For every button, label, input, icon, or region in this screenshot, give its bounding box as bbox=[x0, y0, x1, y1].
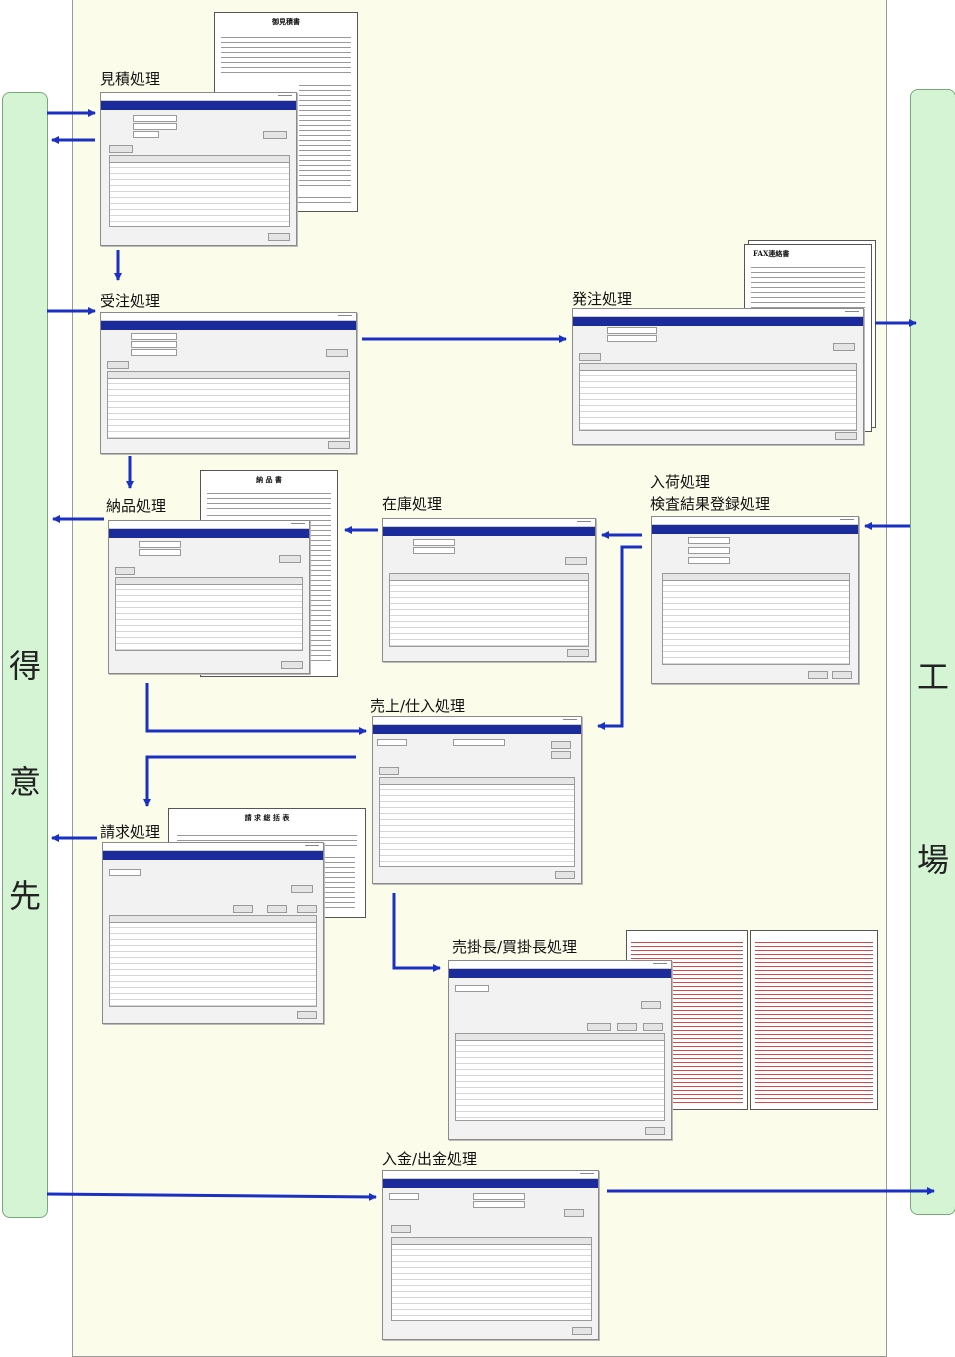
factory-char-2: 場 bbox=[916, 841, 949, 879]
label-estimate: 見積処理 bbox=[100, 70, 161, 88]
label-stock: 在庫処理 bbox=[382, 495, 443, 513]
purchase-window[interactable] bbox=[572, 308, 864, 445]
label-payment: 入金/出金処理 bbox=[382, 1150, 478, 1168]
delivery-window[interactable] bbox=[108, 520, 310, 674]
customer-char-3: 先 bbox=[8, 877, 41, 915]
label-receiving: 入荷処理 bbox=[650, 473, 711, 491]
arrow-customer-to-payment bbox=[46, 1192, 377, 1201]
label-ledger: 売掛長/買掛長処理 bbox=[452, 938, 578, 956]
delivery-document-title: 納 品 書 bbox=[256, 475, 282, 484]
label-billing: 請求処理 bbox=[100, 823, 161, 841]
estimate-document-title: 御見積書 bbox=[272, 17, 300, 26]
arrow-receiving-to-sales bbox=[597, 545, 642, 730]
invoice-document-title: 請 求 総 括 表 bbox=[244, 813, 290, 822]
order-window[interactable] bbox=[100, 312, 357, 454]
customer-char-1: 得 bbox=[8, 647, 41, 685]
payment-window[interactable] bbox=[382, 1170, 599, 1340]
arrow-sales-to-billing bbox=[143, 755, 356, 807]
customer-char-2: 意 bbox=[8, 763, 41, 801]
ledger-window[interactable] bbox=[448, 960, 672, 1140]
ledger-report-2 bbox=[750, 930, 878, 1110]
receiving-window[interactable] bbox=[651, 516, 859, 684]
estimate-window[interactable] bbox=[100, 92, 297, 246]
arrow-sales-to-ledger bbox=[392, 893, 441, 972]
billing-window[interactable] bbox=[102, 842, 324, 1024]
factory-entity: 工 場 bbox=[910, 89, 955, 1215]
factory-char-1: 工 bbox=[916, 658, 949, 696]
label-inspection: 検査結果登録処理 bbox=[650, 495, 771, 513]
label-order: 受注処理 bbox=[100, 292, 161, 310]
label-sales: 売上/仕入処理 bbox=[370, 697, 466, 715]
sales-window[interactable] bbox=[372, 716, 582, 884]
stock-window[interactable] bbox=[382, 518, 596, 662]
customer-entity: 得 意 先 bbox=[2, 92, 48, 1218]
label-delivery: 納品処理 bbox=[106, 497, 167, 515]
label-purchase: 発注処理 bbox=[572, 290, 633, 308]
arrow-delivery-to-sales bbox=[145, 683, 367, 735]
fax-document-title: FAX連絡書 bbox=[753, 249, 790, 258]
